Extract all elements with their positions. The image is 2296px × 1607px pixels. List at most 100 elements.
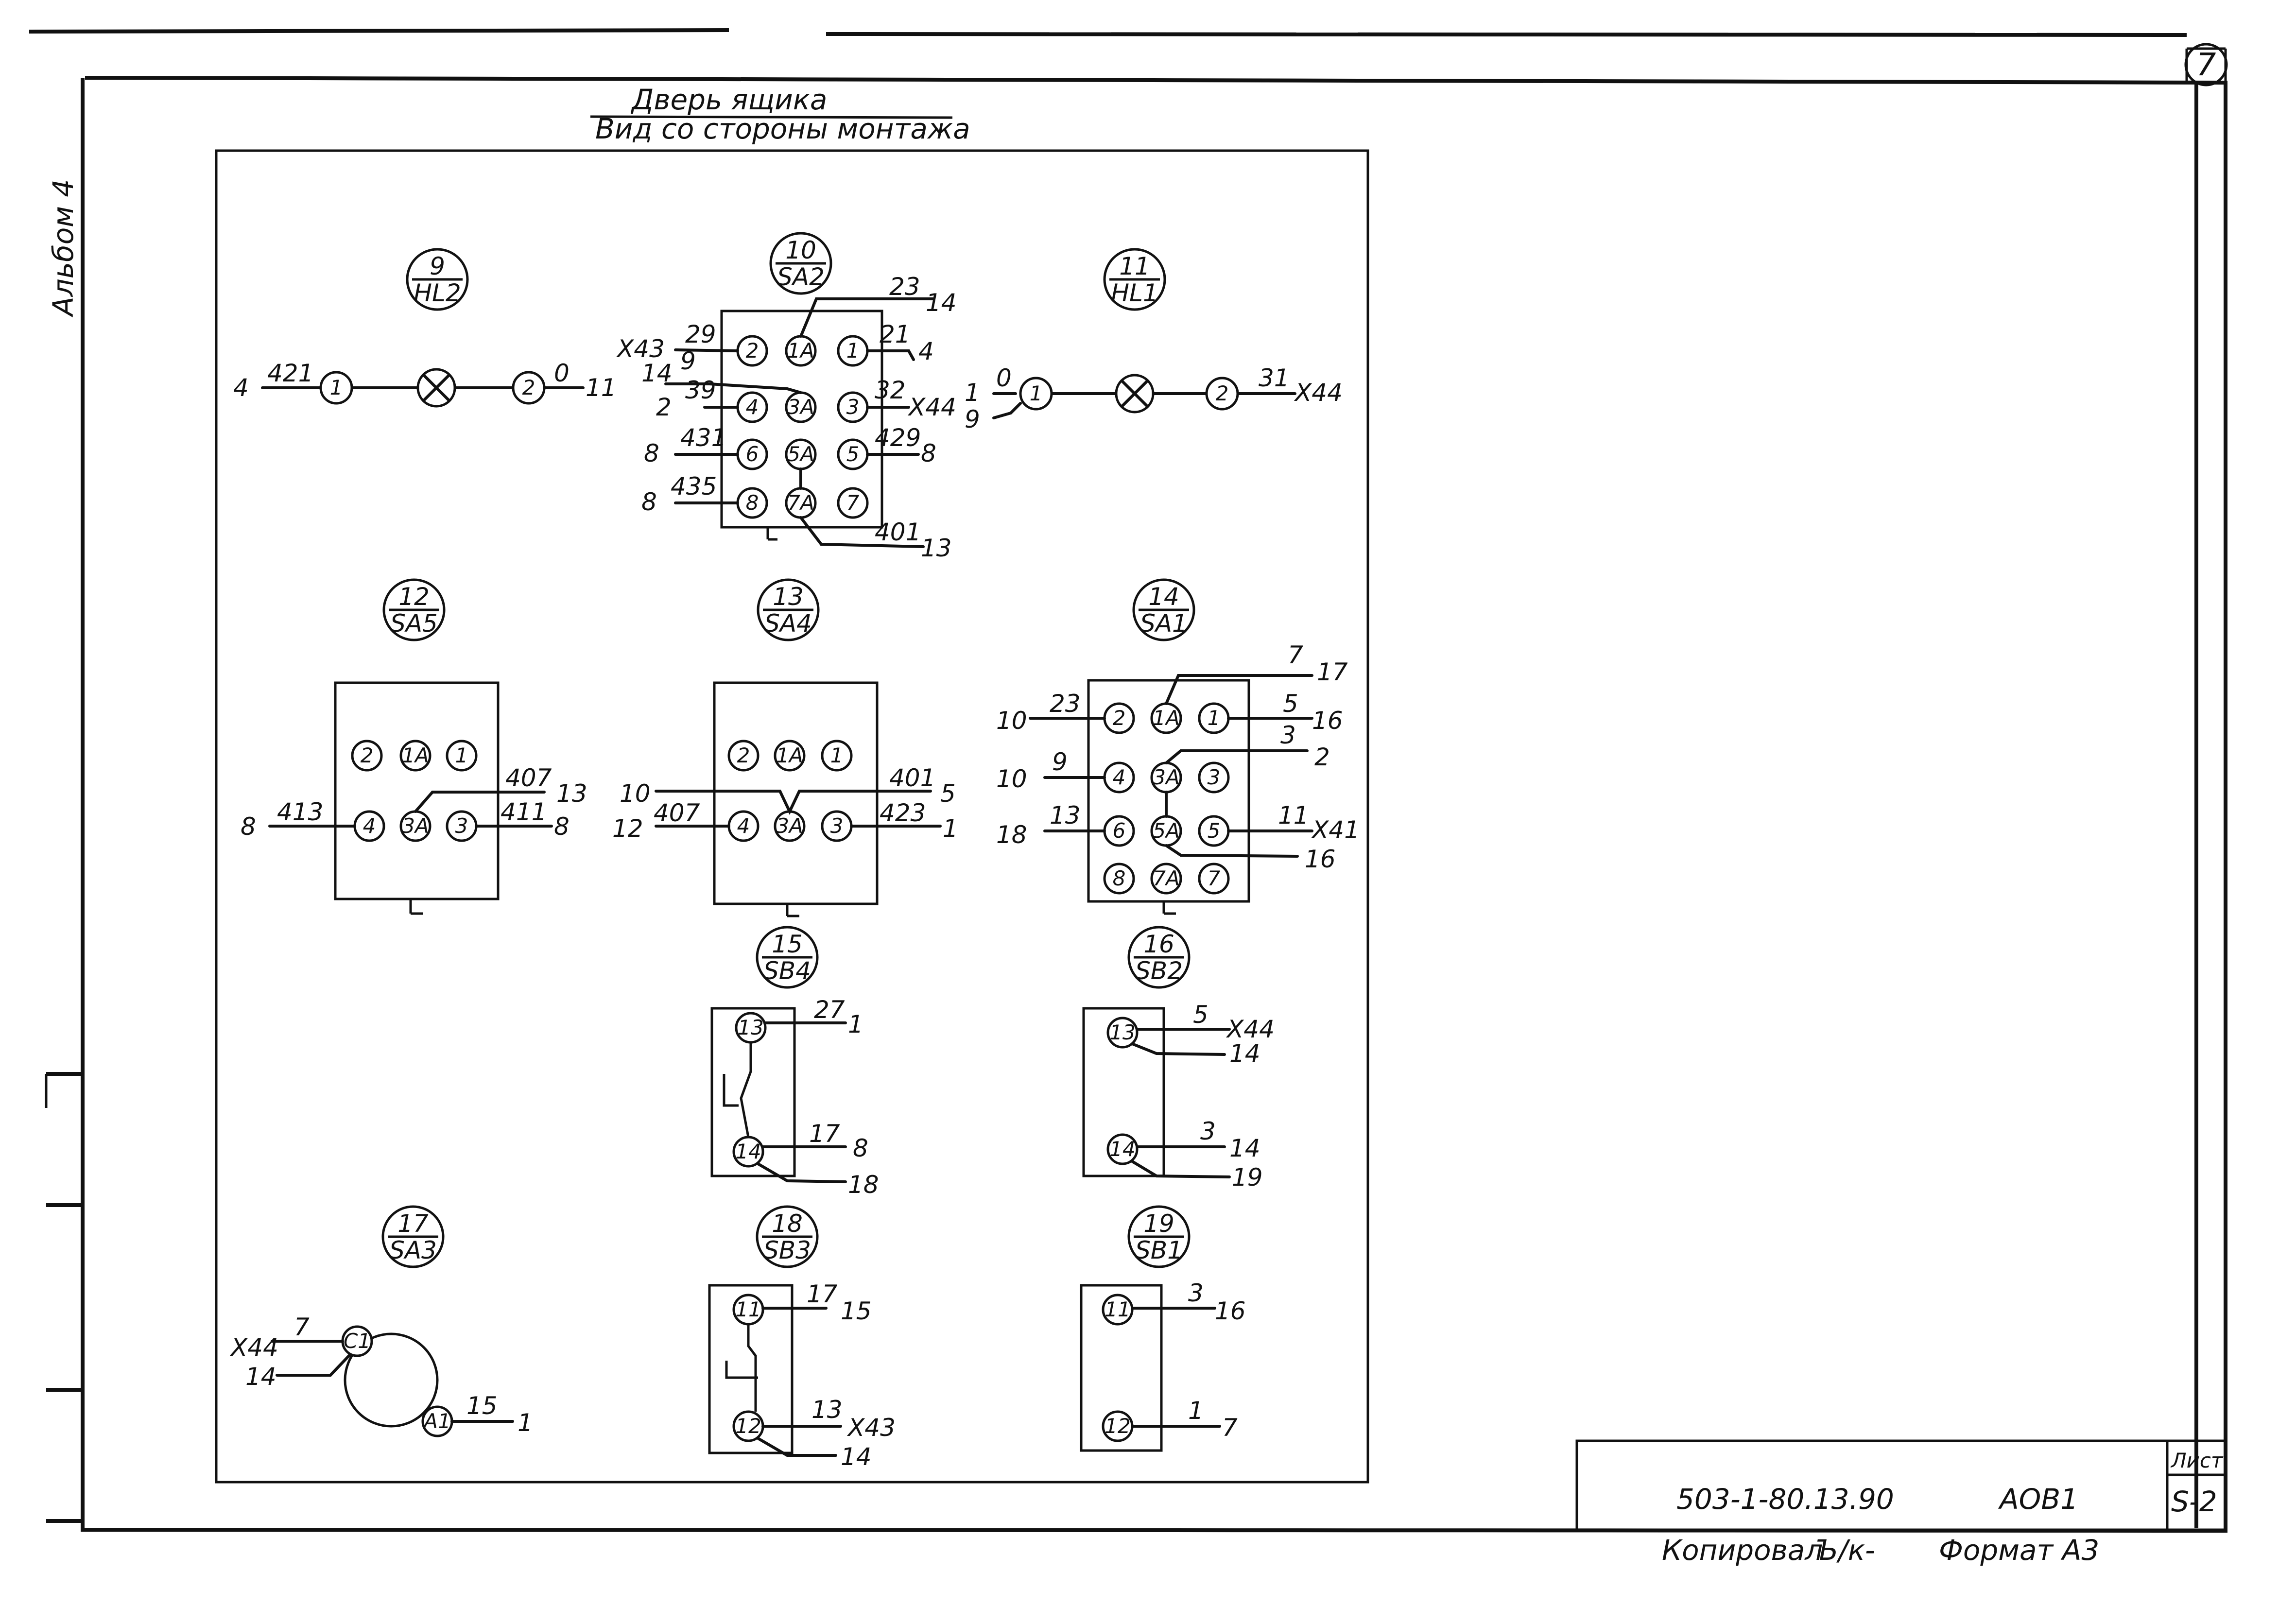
svg-text:1: 1 — [830, 743, 844, 767]
wire-label: 407 — [505, 764, 552, 792]
svg-text:11: 11 — [1105, 1297, 1130, 1321]
drawing-code: 503-1-80.13.90 — [1676, 1483, 1894, 1516]
wire-label: Х44 — [1226, 1015, 1275, 1043]
wire-label: 2 — [1314, 743, 1330, 771]
device-ref: SA4 — [764, 609, 812, 638]
device-number: 18 — [772, 1210, 803, 1238]
svg-text:8: 8 — [746, 491, 759, 515]
device-number: 13 — [773, 583, 804, 611]
device-number: 17 — [397, 1210, 429, 1238]
wire-label: 411 — [501, 798, 547, 826]
drawing-header: Дверь ящика Вид со стороны монтажа — [590, 83, 970, 145]
wire-label: 0 — [996, 364, 1012, 392]
device-ref: SB3 — [763, 1236, 811, 1264]
wire-label: Х41 — [1311, 816, 1360, 844]
wire-label: 11 — [1278, 801, 1309, 829]
device-number: 15 — [772, 930, 803, 958]
svg-text:8: 8 — [1113, 866, 1126, 890]
device-number: 11 — [1119, 252, 1150, 280]
wire-label: 11 — [586, 374, 617, 402]
wire-label: 14 — [1229, 1039, 1260, 1068]
svg-text:1А: 1А — [402, 743, 429, 767]
device-ref: SB1 — [1135, 1236, 1183, 1264]
wire-label: 10 — [996, 765, 1027, 793]
device-sb4: 13 14 27 1 17 8 18 — [710, 996, 879, 1199]
svg-text:1: 1 — [1208, 706, 1221, 730]
wire-label: 7 — [1288, 641, 1303, 669]
svg-text:3: 3 — [1208, 765, 1221, 789]
device-sb3: 11 12 17 15 13 Х43 14 — [708, 1280, 896, 1471]
wire-label: Х43 — [616, 335, 665, 363]
wire-label: 18 — [996, 821, 1027, 849]
svg-text:А1: А1 — [422, 1409, 450, 1433]
device-sb2: 13 14 5 Х44 14 3 14 19 — [1082, 1001, 1275, 1192]
svg-text:7А: 7А — [1153, 866, 1179, 890]
wire-label: 1 — [965, 379, 980, 407]
svg-text:1: 1 — [330, 376, 343, 399]
wire-label: 1 — [943, 814, 958, 843]
svg-text:12: 12 — [735, 1414, 761, 1438]
device-hl2: 1 2 4 421 0 11 — [233, 359, 617, 408]
sheet-value: S-2 — [2171, 1485, 2217, 1518]
device-number: 16 — [1143, 930, 1174, 958]
svg-text:1: 1 — [455, 743, 468, 767]
svg-text:2: 2 — [361, 743, 374, 767]
wire-label: Х44 — [229, 1333, 278, 1362]
device-number: 9 — [430, 252, 445, 280]
svg-text:3: 3 — [830, 814, 844, 838]
wire-label: 429 — [875, 424, 921, 452]
format-label: Формат А3 — [1939, 1534, 2099, 1567]
wire-label: 12 — [612, 814, 643, 843]
wire-label: 16 — [1312, 707, 1343, 735]
svg-text:6: 6 — [1113, 819, 1126, 843]
wire-label: 21 — [880, 320, 911, 348]
svg-text:4: 4 — [1113, 765, 1126, 789]
copied-label: Копировал — [1662, 1534, 1823, 1567]
svg-text:1А: 1А — [776, 743, 803, 767]
device-sa5: 2 1А 1 4 3А 3 407 13 8 413 411 8 — [241, 681, 587, 915]
wire-label: 407 — [654, 799, 700, 827]
wire-label: 15 — [841, 1297, 872, 1325]
wire-label: 10 — [996, 707, 1027, 735]
svg-text:13: 13 — [738, 1016, 763, 1039]
svg-text:2: 2 — [746, 339, 759, 363]
svg-text:5: 5 — [846, 442, 860, 466]
svg-text:3А: 3А — [1153, 765, 1179, 789]
wire-label: 401 — [875, 518, 921, 546]
wire-label: 14 — [926, 289, 957, 317]
wire-label: 17 — [1317, 658, 1348, 686]
svg-text:1: 1 — [1030, 381, 1043, 405]
svg-text:11: 11 — [735, 1297, 761, 1321]
wire-label: 5 — [940, 779, 956, 808]
wire-label: 9 — [680, 347, 696, 375]
wire-label: Х44 — [1294, 379, 1343, 407]
svg-text:3: 3 — [846, 395, 860, 419]
drawing-stage: АОВ1 — [1998, 1483, 2078, 1516]
device-sa1: 2 1А 1 4 3А 3 6 5А 5 8 7А 7 7 17 10 23 5… — [996, 641, 1360, 915]
svg-text:4: 4 — [363, 814, 376, 838]
svg-text:1А: 1А — [1153, 706, 1179, 730]
svg-text:2: 2 — [1216, 381, 1229, 405]
svg-text:6: 6 — [746, 442, 759, 466]
wire-label: 31 — [1259, 364, 1290, 392]
wire-label: 423 — [880, 799, 926, 827]
svg-text:7А: 7А — [787, 491, 814, 515]
wire-label: 14 — [245, 1363, 276, 1391]
header-title: Дверь ящика — [630, 83, 827, 116]
wire-label: 15 — [466, 1392, 498, 1420]
device-ref: HL1 — [1111, 279, 1158, 307]
wire-label: 13 — [1050, 801, 1081, 829]
svg-text:7: 7 — [1208, 866, 1221, 890]
device-sb1: 11 12 3 16 1 7 — [1080, 1279, 1246, 1452]
wire-label: 401 — [889, 764, 935, 792]
device-ref: SB4 — [763, 957, 811, 985]
